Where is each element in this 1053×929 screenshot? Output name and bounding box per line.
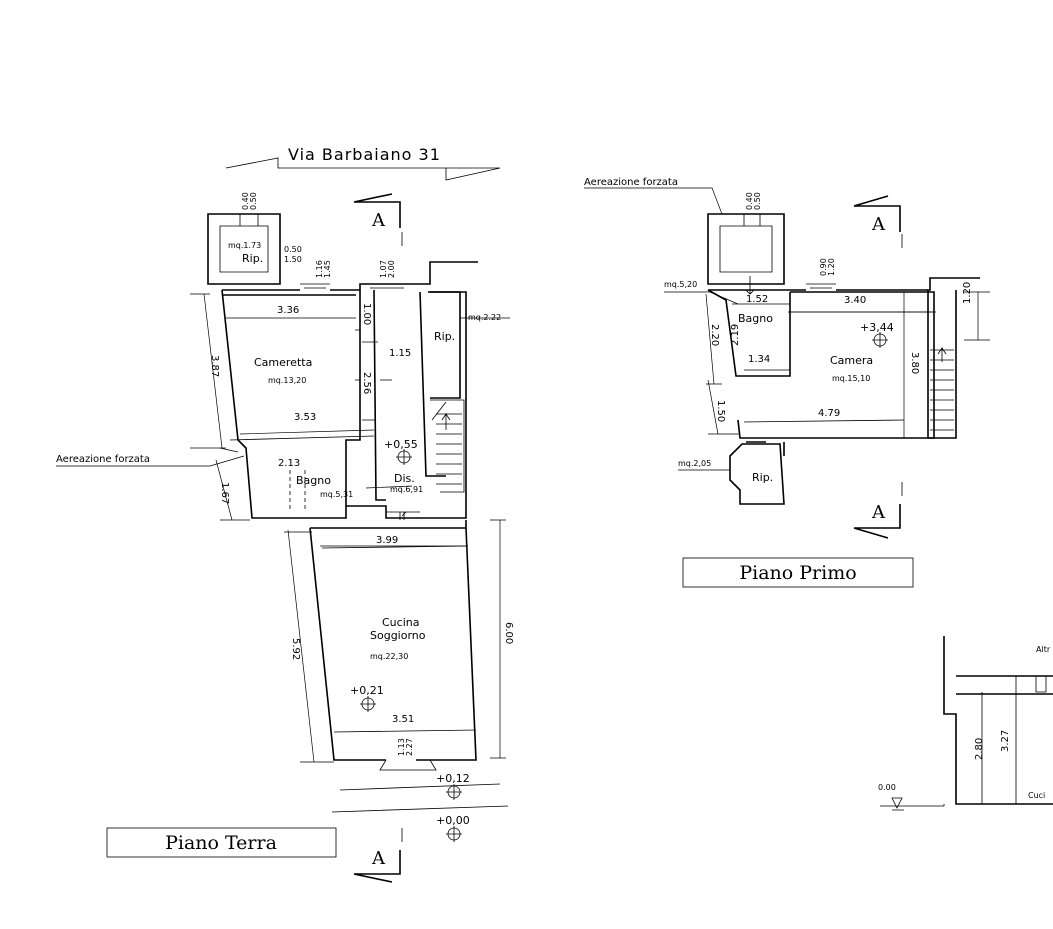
svg-text:A: A <box>871 502 886 523</box>
camera-room-label: Camera <box>830 354 873 367</box>
svg-text:+0,55: +0,55 <box>384 438 418 451</box>
section-dim-2-80: 2.80 <box>974 738 985 760</box>
dim-3-53: 3.53 <box>294 412 316 423</box>
first-dim-2-19: 2.19 <box>730 324 741 346</box>
first-dim-3-80: 3.80 <box>909 352 920 374</box>
rip-area-label: mq.1.73 <box>228 241 261 250</box>
dim-2-27: 2.27 <box>405 738 414 756</box>
section-altri-note: Altr <box>1036 645 1051 654</box>
first-floor-plan: A A Bagno mq.5,20 Camera mq.15,10 Rip. m… <box>584 177 990 539</box>
svg-text:Piano Terra: Piano Terra <box>165 832 277 854</box>
ground-stairs <box>431 401 462 485</box>
dim-1-67: 1.67 <box>219 482 230 504</box>
cucina-area-label: mq.22,30 <box>370 652 408 661</box>
aeration-note-ground: Aereazione forzata <box>56 454 150 465</box>
ground-floor-plan: A A mq.1.73 Rip. Cameretta mq.13,20 Bagn… <box>56 192 514 883</box>
svg-text:0.90: 0.90 <box>819 258 828 276</box>
dim-2-56: 2.56 <box>361 372 372 394</box>
svg-text:+3,44: +3,44 <box>860 321 894 334</box>
dim-1-07: 1.07 <box>379 260 388 278</box>
svg-text:A: A <box>871 214 886 235</box>
dim-2-00: 2.00 <box>387 260 396 278</box>
soggiorno-room-label: Soggiorno <box>370 629 426 642</box>
dim-3-99: 3.99 <box>376 535 398 546</box>
street-arrow: Via Barbaiano 31 <box>225 145 501 181</box>
camera-area-label: mq.15,10 <box>832 374 870 383</box>
dim-3-87: 3.87 <box>209 355 220 377</box>
section-label: A <box>371 848 386 869</box>
dim-0-40: 0.40 <box>241 192 250 210</box>
section-marker-top: A <box>353 193 403 246</box>
ground-floor-title: Piano Terra <box>106 827 337 858</box>
first-rip-label: Rip. <box>752 471 773 484</box>
section-marker-first-bottom: A <box>853 482 903 539</box>
dim-1-15: 1.15 <box>389 348 411 359</box>
street-label: Via Barbaiano 31 <box>288 145 441 164</box>
level-marker-012: +0,12 <box>436 772 470 800</box>
bagno-area-label: mq.5,31 <box>320 490 353 499</box>
first-dim-1-52: 1.52 <box>746 294 768 305</box>
svg-text:0.40: 0.40 <box>745 192 754 210</box>
svg-text:1.20: 1.20 <box>827 258 836 276</box>
svg-text:0.50: 0.50 <box>753 192 762 210</box>
section-drawing: 2.80 3.27 0.00 Cuci Altr <box>878 636 1053 811</box>
section-dim-3-27: 3.27 <box>1000 730 1011 752</box>
cameretta-area-label: mq.13,20 <box>268 376 306 385</box>
level-marker-000: +0,00 <box>436 814 470 842</box>
svg-text:Piano Primo: Piano Primo <box>739 562 856 584</box>
first-floor-title: Piano Primo <box>682 557 914 588</box>
dim-1-45: 1.45 <box>323 260 332 278</box>
level-marker-021: +0,21 <box>350 684 384 712</box>
first-bagno-label: Bagno <box>738 312 773 325</box>
dim-1-00: 1.00 <box>361 303 372 325</box>
section-level-000: 0.00 <box>878 783 896 792</box>
first-dim-2-20: 2.20 <box>709 324 720 346</box>
section-marker-bottom: A <box>353 828 403 883</box>
first-dim-1-20: 1.20 <box>962 282 973 304</box>
first-dim-1-50: 1.50 <box>715 400 726 422</box>
aeration-note-first: Aereazione forzata <box>584 177 678 188</box>
svg-text:+0,21: +0,21 <box>350 684 384 697</box>
dim-0-50: 0.50 <box>249 192 258 210</box>
dim-5-92: 5.92 <box>290 638 301 660</box>
rip-room-label: Rip. <box>242 252 263 265</box>
rip2-room-label: Rip. <box>434 330 455 343</box>
dim-1-16: 1.16 <box>315 260 324 278</box>
svg-text:+0,00: +0,00 <box>436 814 470 827</box>
section-label: A <box>371 210 386 231</box>
first-bagno-area: mq.5,20 <box>664 280 697 289</box>
dim-1-50: 1.50 <box>284 255 302 264</box>
first-dim-3-40: 3.40 <box>844 295 866 306</box>
dim-1-13: 1.13 <box>397 738 406 756</box>
svg-text:+0,12: +0,12 <box>436 772 470 785</box>
dis-room-label: Dis. <box>394 472 415 485</box>
dim-0-50-b: 0.50 <box>284 245 302 254</box>
dim-3-36: 3.36 <box>277 305 299 316</box>
rip2-area-label: mq.2.22 <box>468 313 501 322</box>
section-cucina-label: Cuci <box>1028 791 1045 800</box>
first-stairs <box>930 346 954 431</box>
dim-3-51: 3.51 <box>392 714 414 725</box>
level-marker-344: +3,44 <box>860 321 894 348</box>
dim-2-13: 2.13 <box>278 458 300 469</box>
first-dim-1-34: 1.34 <box>748 354 770 365</box>
dim-6-00: 6.00 <box>503 622 514 644</box>
cucina-room-label: Cucina <box>382 616 419 629</box>
first-dim-4-79: 4.79 <box>818 408 840 419</box>
cameretta-room-label: Cameretta <box>254 356 312 369</box>
dis-area-label: mq.6,91 <box>390 485 423 494</box>
level-marker-055: +0,55 <box>384 438 418 465</box>
first-rip-area: mq.2,05 <box>678 459 711 468</box>
bagno-room-label: Bagno <box>296 474 331 487</box>
section-marker-first-top: A <box>853 195 903 248</box>
